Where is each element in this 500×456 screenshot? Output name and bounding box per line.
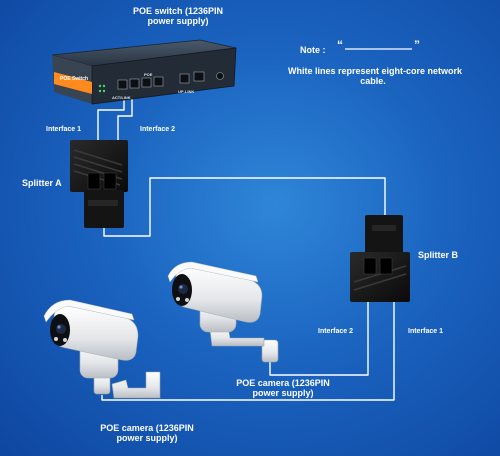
- splitter-a-device: [70, 140, 128, 228]
- splitter-a-interface-2-label: Interface 2: [140, 126, 176, 133]
- poe-camera-right-device: [167, 261, 279, 363]
- note-label: Note :: [300, 45, 326, 55]
- cable-splitter-b-to-camera-left: [101, 302, 395, 401]
- cable-splitter-b-to-camera-right: [269, 302, 369, 376]
- camera-left-label-line-1: POE camera (1236PIN: [100, 423, 194, 433]
- switch-badge: POE Switch: [60, 76, 89, 82]
- splitter-b-interface-1-label: Interface 1: [408, 328, 444, 335]
- note-text-line-2: cable.: [360, 76, 386, 86]
- cable-splitter-a-to-splitter-b: [103, 177, 386, 237]
- cable-switch-to-splitter-a-1: [97, 98, 125, 140]
- camera-right-label: POE camera (1236PIN power supply): [228, 378, 338, 398]
- switch-title-line-1: POE switch (1236PIN: [132, 6, 224, 16]
- switch-ports: [117, 71, 205, 90]
- camera-left-label-line-2: power supply): [116, 433, 178, 443]
- camera-right-label-line-2: power supply): [252, 388, 314, 398]
- splitter-a-label: Splitter A: [22, 178, 62, 188]
- note-text-line-1: White lines represent eight-core network: [288, 66, 463, 76]
- poe-camera-left-device: [43, 299, 161, 399]
- cable-switch-to-splitter-a-2: [117, 98, 133, 140]
- splitter-b-label: Splitter B: [418, 250, 459, 260]
- switch-status-uplink: UP-LINK: [178, 89, 195, 94]
- camera-left-label: POE camera (1236PIN power supply): [92, 423, 202, 443]
- splitter-a-interface-1-label: Interface 1: [46, 126, 82, 133]
- splitter-b-device: [350, 215, 410, 302]
- camera-right-label-line-1: POE camera (1236PIN: [236, 378, 330, 388]
- switch-status-actlink: ACT/LINK: [112, 95, 131, 100]
- switch-title: POE switch (1236PIN power supply): [118, 6, 238, 26]
- note-text: White lines represent eight-core network…: [288, 66, 463, 86]
- splitter-b-interface-2-label: Interface 2: [318, 328, 354, 335]
- note-quote-close: ”: [414, 38, 420, 52]
- switch-port-label: POE: [144, 72, 153, 77]
- note-quote-open: “: [337, 38, 343, 52]
- network-cables: [97, 98, 395, 401]
- poe-switch-device: [51, 39, 237, 105]
- switch-title-line-2: power supply): [147, 16, 209, 26]
